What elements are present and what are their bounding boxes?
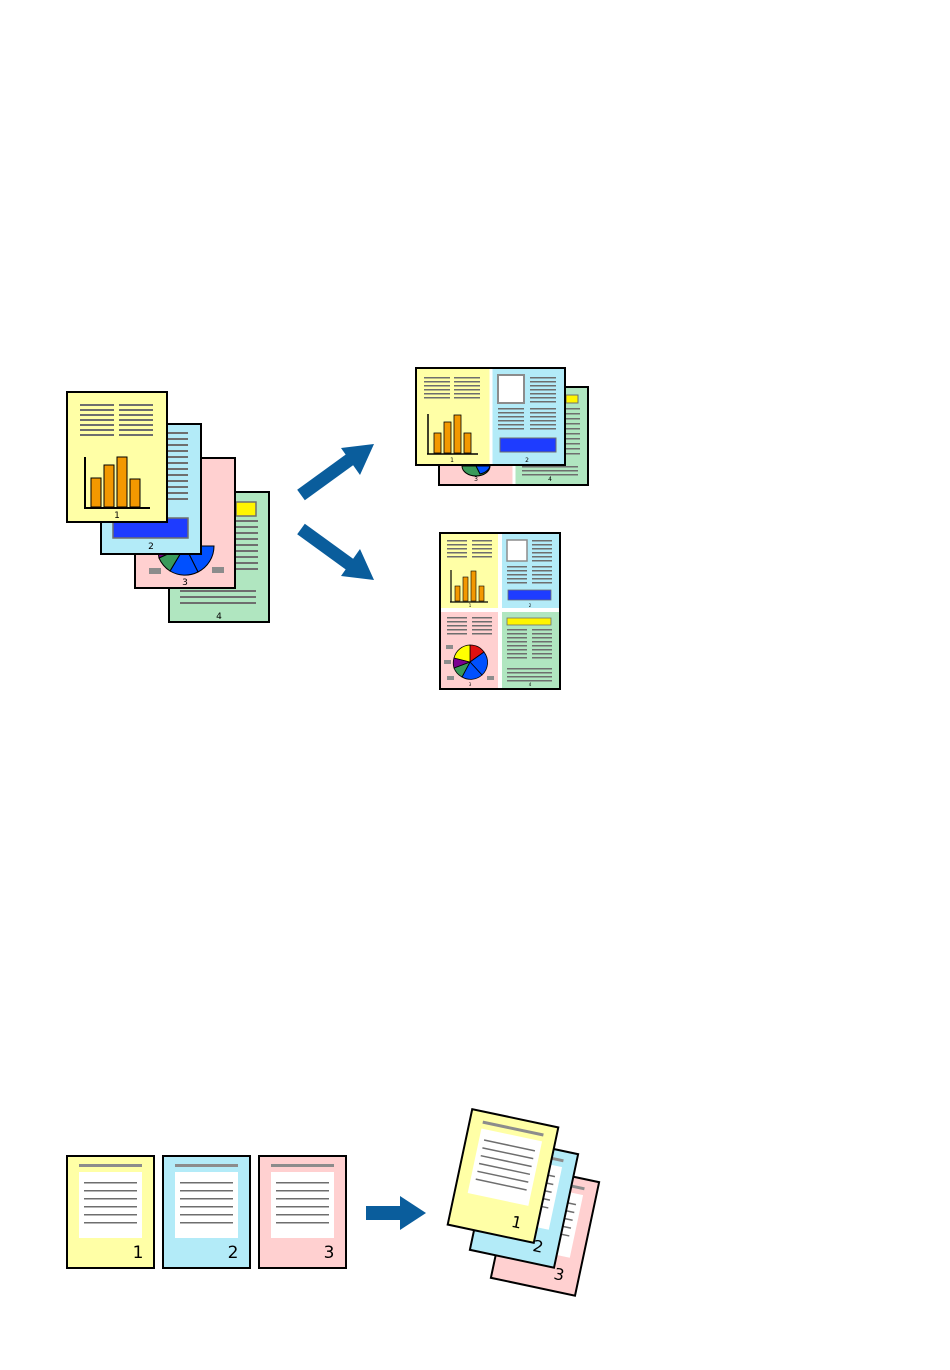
page-number: 1 bbox=[469, 603, 472, 608]
source-sheet-3: 3 bbox=[259, 1156, 346, 1268]
page-number: 4 bbox=[529, 682, 532, 687]
page-number: 4 bbox=[548, 476, 552, 483]
page-number: 2 bbox=[228, 1243, 239, 1263]
page-number: 2 bbox=[525, 457, 529, 464]
source-sheet-2: 2 bbox=[163, 1156, 250, 1268]
page-number: 2 bbox=[529, 603, 532, 608]
source-sheets: 1 2 bbox=[67, 1156, 346, 1268]
page-number: 3 bbox=[324, 1243, 335, 1263]
arrow-right-icon bbox=[366, 1196, 426, 1230]
page-number: 3 bbox=[474, 476, 478, 483]
arrow-down-right-icon bbox=[301, 529, 374, 580]
arrow-up-right-icon bbox=[301, 444, 374, 495]
page-number: 1 bbox=[114, 511, 120, 521]
figure-collate: 1 2 bbox=[67, 1109, 599, 1296]
two-up-output: 3 4 bbox=[416, 368, 588, 485]
collated-stack: 3 2 bbox=[448, 1109, 599, 1296]
page-number: 3 bbox=[469, 682, 472, 687]
source-page-stack: 4 3 bbox=[67, 392, 269, 622]
source-sheet-1: 1 bbox=[67, 1156, 154, 1268]
pie-chart-icon bbox=[453, 645, 487, 679]
source-page-1: 1 bbox=[67, 392, 167, 522]
page-number: 3 bbox=[182, 578, 188, 588]
page-number: 2 bbox=[148, 542, 154, 552]
figure-pages-per-sheet: 4 3 bbox=[67, 368, 588, 689]
page-number: 4 bbox=[216, 612, 222, 622]
four-up-output: 1 2 bbox=[440, 533, 560, 689]
page-number: 1 bbox=[450, 457, 454, 464]
page-number: 1 bbox=[133, 1243, 144, 1263]
